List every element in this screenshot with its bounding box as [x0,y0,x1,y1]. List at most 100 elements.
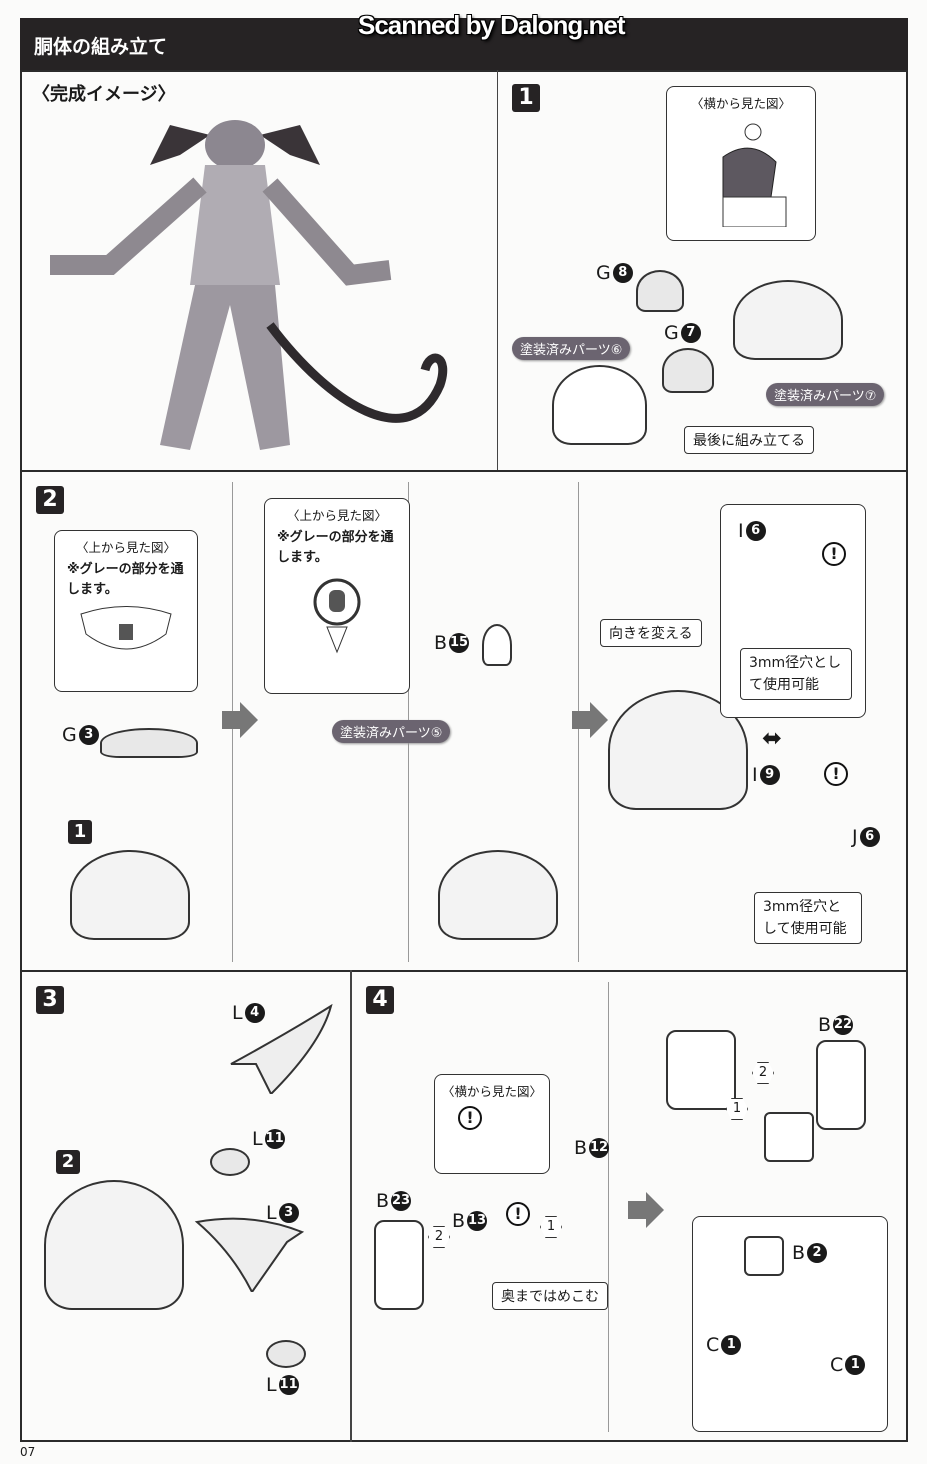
callout-title: 〈横から見た図〉 [441,1084,542,1099]
part-number: 12 [589,1138,610,1158]
callout-title: 〈横から見た図〉 [690,96,791,111]
part-number: 11 [278,1375,299,1395]
hole-usable-note: 3mm径穴として使用可能 [754,892,862,944]
part-b23-shape [374,1220,424,1310]
joint-part-shape [210,1148,250,1176]
divider [608,982,609,1432]
part-number: 6 [859,827,880,847]
top-view-callout: 〈上から見た図〉 ※グレーの部分を通します。 [264,498,410,694]
order-1-badge: 1 [726,1098,748,1120]
page-number: 07 [20,1445,36,1459]
part-b15-shape [482,624,512,666]
runner-letter: L [266,1202,277,1224]
step-ref: 1 [68,820,92,844]
part-number: 6 [745,521,766,541]
caution-icon: ! [822,542,846,566]
runner-letter: L [266,1374,277,1396]
step-number: 4 [366,986,394,1014]
top-view-diagram [80,606,172,650]
assemble-last-note: 最後に組み立てる [684,426,814,454]
joint-part-shape [266,1340,306,1368]
part-number: 3 [78,725,99,745]
part-number: 13 [467,1211,488,1231]
section-header: 胴体の組み立て [20,18,908,70]
runner-letter: C [706,1334,720,1356]
sub-assembly-callout [692,1216,888,1432]
runner-letter: C [830,1354,844,1376]
runner-letter: G [596,262,611,284]
part-g8-shape [636,270,684,312]
next-arrow-icon [222,702,258,738]
runner-letter: B [792,1242,806,1264]
painted-part-6-label: 塗装済みパーツ⑥ [512,337,631,360]
swap-arrow-icon: ⬌ [762,724,783,752]
part-number: 2 [807,1243,828,1263]
wing-part-shape [230,1004,333,1094]
runner-letter: G [62,724,77,746]
leg-joint-shape [666,1030,736,1110]
order-1-badge: 1 [540,1216,562,1238]
top-view-callout: 〈上から見た図〉 ※グレーの部分を通します。 [54,530,198,692]
torso-shape [438,850,558,940]
runner-letter: L [252,1128,263,1150]
next-arrow-icon [628,1192,664,1228]
hole-usable-note: 3mm径穴として使用可能 [740,648,852,700]
runner-letter: J [852,826,858,848]
part-number: 1 [845,1355,866,1375]
side-view-diagram [722,123,787,228]
part-number: 4 [244,1003,265,1023]
part-b2-shape [744,1236,784,1276]
part-number: 1 [721,1335,742,1355]
runner-letter: L [232,1002,243,1024]
part-number: 9 [759,765,780,785]
runner-letter: B [452,1210,466,1232]
painted-part-5-label: 塗装済みパーツ⑤ [332,720,451,743]
runner-letter: B [376,1190,390,1212]
caution-icon: ! [458,1106,482,1130]
side-view-callout: 〈横から見た図〉 [666,86,816,241]
figure-illustration [50,120,448,450]
part-b22-shape [816,1040,866,1130]
caution-icon: ! [506,1202,530,1226]
caution-icon: ! [824,762,848,786]
divider [350,970,352,1442]
part-number: 15 [449,633,470,653]
hip-block-shape [764,1112,814,1162]
callout-title: 〈上から見た図〉 [286,508,387,523]
runner-letter: B [574,1137,588,1159]
top-view-diagram [313,578,361,654]
torso-part-shape [733,280,843,360]
callout-note: ※グレーの部分を通します。 [67,562,184,597]
runner-letter: B [434,632,448,654]
wing-part-shape [194,1217,305,1292]
change-direction-note: 向きを変える [600,619,702,647]
part-number: 7 [680,323,701,343]
divider [497,70,498,472]
section-title: 胴体の組み立て [34,36,168,58]
row-3-frame [20,970,908,1442]
part-number: 8 [612,263,633,283]
torso-shape [44,1180,184,1310]
runner-letter: I [738,520,744,542]
painted-part-6-shape [552,365,647,445]
step-number: 3 [36,986,64,1014]
complete-image-heading: 〈完成イメージ〉 [32,84,176,105]
next-arrow-icon [572,702,608,738]
part-g7-shape [662,348,714,393]
step-number: 1 [512,84,540,112]
torso-shape [70,850,190,940]
